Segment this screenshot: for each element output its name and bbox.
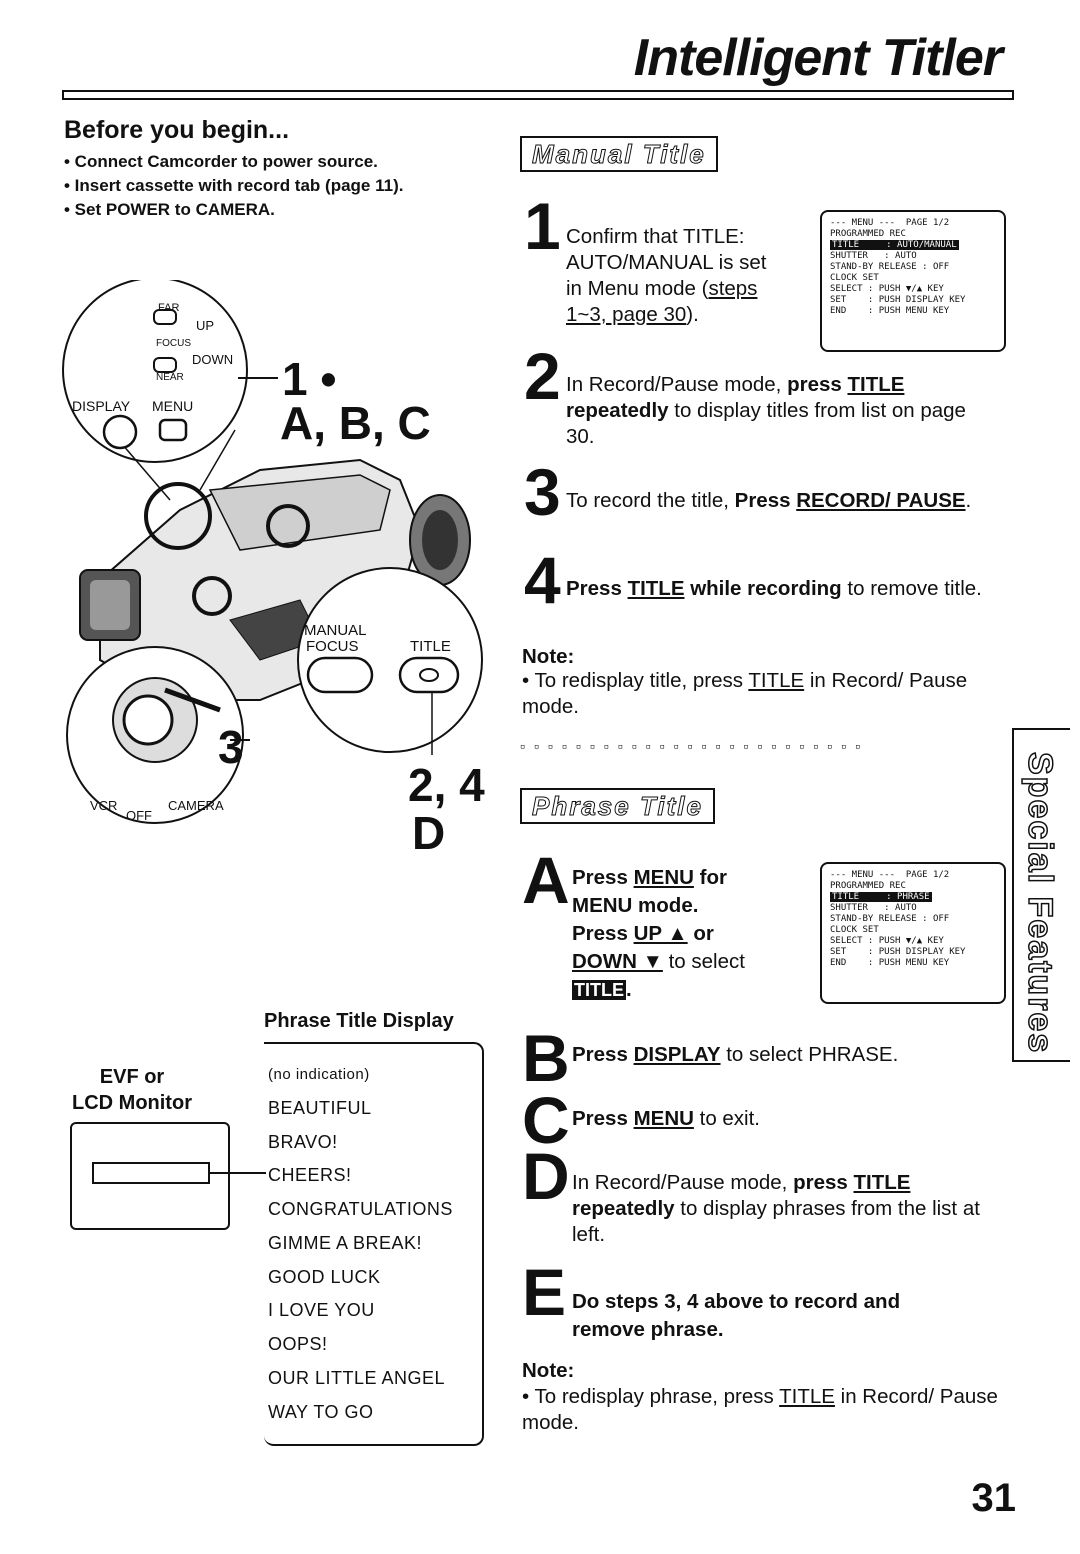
phrase-title-heading: Phrase Title xyxy=(520,788,715,824)
callout-abc: A, B, C xyxy=(280,397,431,449)
down-label: DOWN xyxy=(192,352,234,367)
up-button xyxy=(153,309,177,325)
near-label: NEAR xyxy=(156,372,184,383)
step-3-text: To record the title, Press RECORD/ PAUSE… xyxy=(566,489,972,512)
step-e-text: Do steps 3, 4 above to record and remove… xyxy=(572,1290,901,1341)
before-item: • Set POWER to CAMERA. xyxy=(64,200,275,219)
note-2-label: Note: xyxy=(522,1359,575,1382)
menu-label: MENU xyxy=(152,398,194,414)
before-item: • Insert cassette with record tab (page … xyxy=(64,176,404,195)
phrase-item: BRAVO! xyxy=(268,1132,338,1152)
phrase-item: GIMME A BREAK! xyxy=(268,1233,423,1253)
callout-d: D xyxy=(412,807,446,859)
lcd-monitor xyxy=(70,1122,230,1230)
manual-focus-button xyxy=(306,656,374,694)
phrase-item: CONGRATULATIONS xyxy=(268,1199,453,1219)
manual-label: MANUAL xyxy=(304,622,367,639)
step-4-number: 4 xyxy=(524,543,561,617)
section-divider: ▫▫▫▫▫▫▫▫▫▫▫▫▫▫▫▫▫▫▫▫▫▫▫▫▫ xyxy=(520,738,870,754)
page-number: 31 xyxy=(971,1476,1017,1520)
step-3-number: 3 xyxy=(524,455,561,529)
title-rule xyxy=(62,90,1014,100)
phrase-item: I LOVE YOU xyxy=(268,1300,375,1320)
controls-ring xyxy=(144,482,212,550)
step-e-letter: E xyxy=(522,1255,567,1329)
menu-screen-1: --- MENU --- PAGE 1/2 PROGRAMMED REC TIT… xyxy=(820,210,1006,352)
step-a-text: Press MENU for MENU mode. Press UP ▲ or … xyxy=(572,866,745,1001)
power-ring xyxy=(192,576,232,616)
focus-label-2: FOCUS xyxy=(306,638,359,655)
phrase-item: CHEERS! xyxy=(268,1165,352,1185)
step-2-number: 2 xyxy=(524,339,561,413)
side-tab: Special Features xyxy=(1012,728,1070,1062)
phrase-item: OUR LITTLE ANGEL xyxy=(268,1368,446,1388)
down-button xyxy=(153,357,177,373)
vcr-label: VCR xyxy=(90,798,118,813)
callout-24: 2, 4 xyxy=(408,759,485,811)
focus-label: FOCUS xyxy=(156,338,191,349)
step-a-letter: A xyxy=(522,843,570,917)
buttons-magnifier xyxy=(297,567,483,753)
title-label: TITLE xyxy=(410,638,451,655)
display-label: DISPLAY xyxy=(72,398,131,414)
note-1-label: Note: xyxy=(522,645,575,668)
step-2-text: In Record/Pause mode, press TITLE repeat… xyxy=(566,373,966,448)
step-4-text: Press TITLE while recording to remove ti… xyxy=(566,577,982,600)
menu-button xyxy=(158,418,188,442)
phrase-display-heading: Phrase Title Display xyxy=(264,1010,454,1032)
phrase-item: (no indication) xyxy=(268,1066,370,1083)
callout-3: 3 xyxy=(218,721,244,773)
phrase-item: OOPS! xyxy=(268,1334,328,1354)
title-button xyxy=(398,656,460,694)
title-ring xyxy=(266,504,310,548)
phrase-list-frame xyxy=(264,1042,484,1446)
note-2-text: • To redisplay phrase, press TITLE in Re… xyxy=(522,1385,998,1434)
step-d-text: In Record/Pause mode, press TITLE repeat… xyxy=(572,1171,980,1246)
step-b-text: Press DISPLAY to select PHRASE. xyxy=(572,1043,899,1066)
before-list: • Connect Camcorder to power source. • I… xyxy=(64,150,403,222)
leader-line xyxy=(210,1172,266,1174)
up-label: UP xyxy=(196,318,215,333)
evf-label: EVF or LCD Monitor xyxy=(72,1066,192,1114)
manual-title-heading: Manual Title xyxy=(520,136,718,172)
before-item: • Connect Camcorder to power source. xyxy=(64,152,378,171)
menu-screen-2: --- MENU --- PAGE 1/2 PROGRAMMED REC TIT… xyxy=(820,862,1006,1004)
phrase-item: GOOD LUCK xyxy=(268,1267,381,1287)
camcorder-illustration xyxy=(62,280,483,824)
side-tab-label: Special Features xyxy=(1020,751,1060,1055)
display-button xyxy=(102,414,138,450)
step-c-text: Press MENU to exit. xyxy=(572,1107,761,1130)
note-1-text: • To redisplay title, press TITLE in Rec… xyxy=(522,669,968,718)
step-b-letter: B xyxy=(522,1021,570,1095)
step-c-letter: C xyxy=(522,1083,570,1157)
page-title: Intelligent Titler xyxy=(633,29,1003,87)
before-heading: Before you begin... xyxy=(64,116,290,144)
step-1-text: Confirm that TITLE: AUTO/MANUAL is set i… xyxy=(566,225,767,326)
off-label: OFF xyxy=(126,808,152,823)
camera-label: CAMERA xyxy=(168,798,224,813)
phrase-item: WAY TO GO xyxy=(268,1402,374,1422)
step-d-letter: D xyxy=(522,1139,570,1213)
step-1-number: 1 xyxy=(524,189,561,263)
phrase-item: BEAUTIFUL xyxy=(268,1098,372,1118)
callout-1: 1 • xyxy=(282,353,337,405)
far-label: FAR xyxy=(158,302,180,314)
phrase-display-bar xyxy=(92,1162,210,1184)
